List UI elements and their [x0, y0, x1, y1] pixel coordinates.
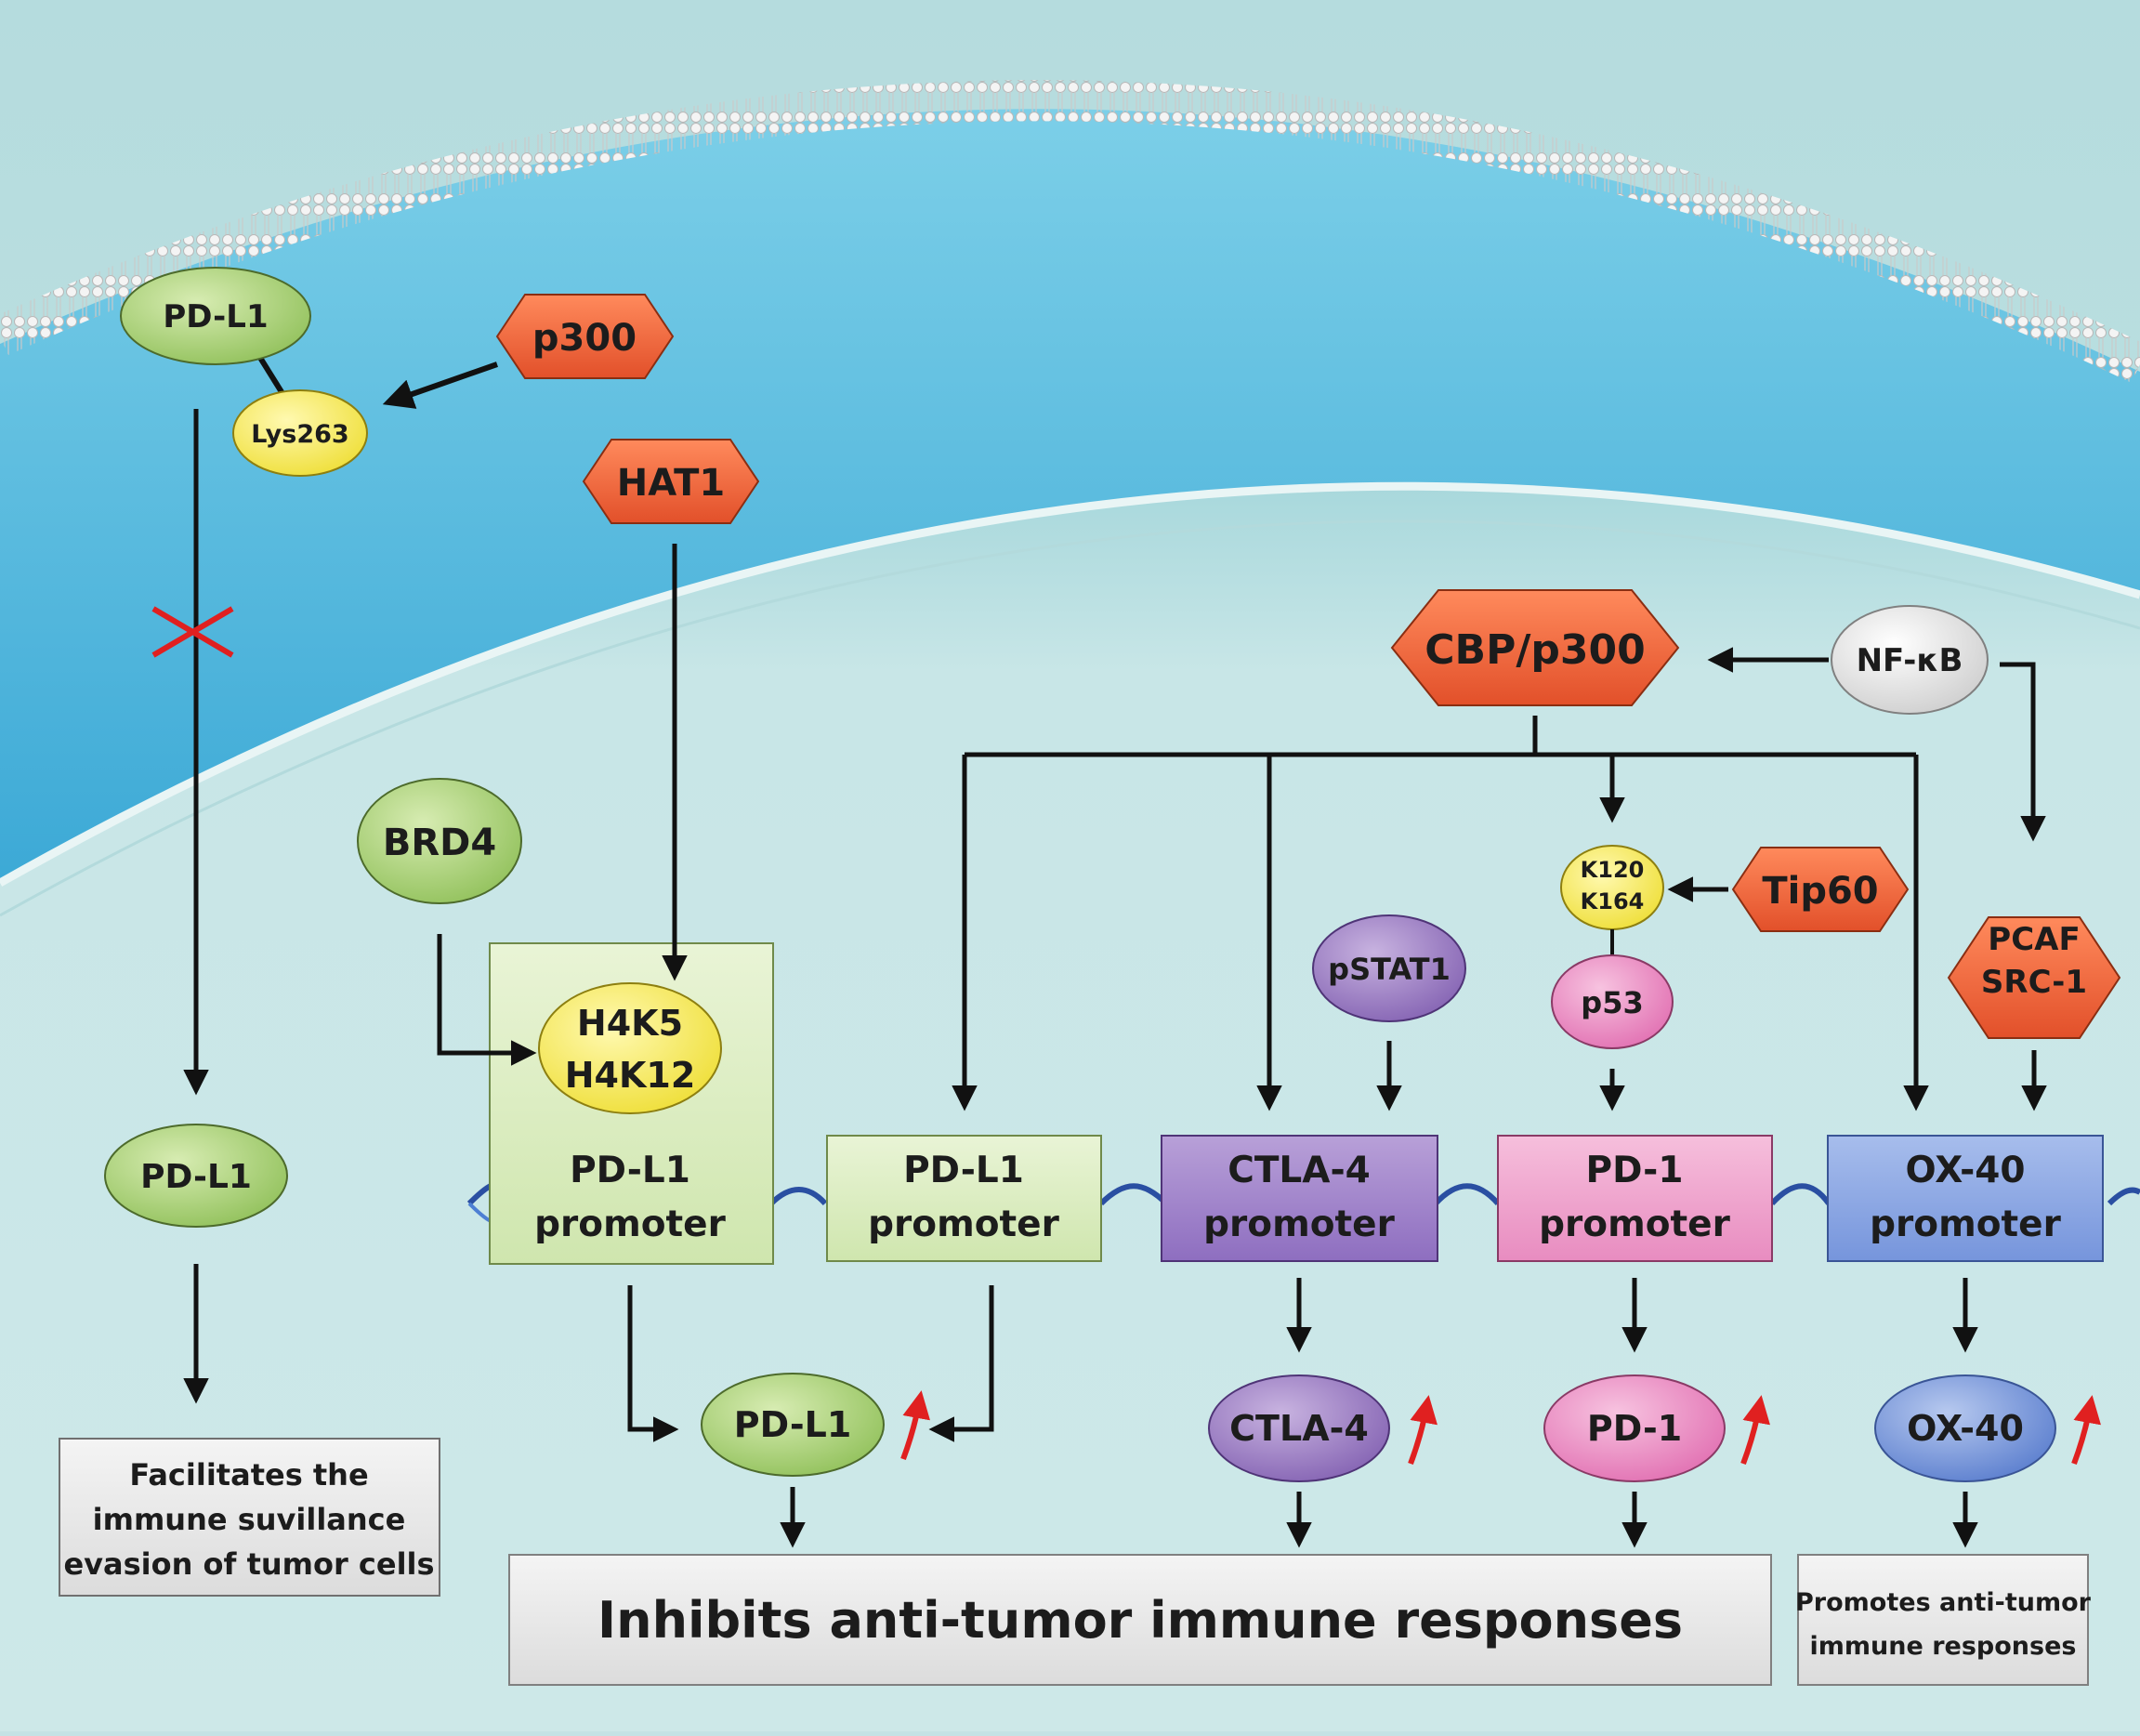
p53-node	[1551, 954, 1674, 1049]
cbp-distribution-lines	[965, 716, 1916, 757]
lys263-node	[232, 389, 368, 477]
p53-label: p53	[1581, 985, 1643, 1020]
nuclear-envelope	[0, 481, 2140, 887]
ctla4-upregulated-arrow	[1408, 1395, 1438, 1466]
left-outcome-line1: Facilitates the	[129, 1457, 368, 1493]
promoter-pdl1-line2: promoter	[868, 1203, 1059, 1245]
p300-label: p300	[532, 317, 637, 360]
product-ox40-node	[1874, 1374, 2056, 1482]
cbp-p300-label: CBP/p300	[1424, 626, 1646, 674]
tip60-label: Tip60	[1762, 870, 1878, 913]
left-pdl1-label: PD-L1	[140, 1158, 252, 1196]
inhibits-outcome-label: Inhibits anti-tumor immune responses	[597, 1591, 1683, 1650]
promoter-pdl1-main-line2: promoter	[534, 1203, 726, 1245]
promoter-pd1-line1: PD-1	[1585, 1150, 1683, 1191]
promoter-ox40-line2: promoter	[1870, 1203, 2061, 1245]
pd1-upregulated-arrow	[1740, 1395, 1770, 1466]
promoter-pdl1-main-line1: PD-L1	[570, 1150, 690, 1191]
pdl1-promoter-to-pdl1-arrow	[928, 1285, 994, 1442]
membrane-pdl1-node	[120, 267, 311, 365]
product-pdl1-node	[701, 1373, 885, 1477]
product-ctla4-label: CTLA-4	[1229, 1408, 1369, 1449]
cbp-p300-node	[1390, 589, 1680, 706]
nfkb-label: NF-κB	[1857, 642, 1963, 679]
product-pd1-label: PD-1	[1587, 1408, 1682, 1449]
left-outcome-line2: immune suvillance	[93, 1502, 406, 1537]
nuclear-envelope-inner	[0, 519, 2140, 917]
pdl1-upregulated-arrow	[900, 1390, 930, 1461]
k-sites-line1: K120	[1581, 857, 1645, 883]
promoter-box-ox40	[1827, 1135, 2104, 1262]
brd4-label: BRD4	[383, 822, 496, 864]
histone-line2: H4K12	[565, 1055, 696, 1096]
p300-to-lys263-arrow	[382, 362, 498, 409]
nfkb-to-pcaf-arrow	[2000, 662, 2046, 842]
hat1-label: HAT1	[617, 462, 725, 505]
p300-node	[495, 294, 675, 379]
left-outcome-line3: evasion of tumor cells	[63, 1546, 434, 1582]
brd4-to-histone-arrow	[437, 934, 537, 1066]
product-pdl1-label: PD-L1	[734, 1404, 852, 1445]
pcaf-label-line2: SRC-1	[1981, 964, 2087, 1001]
cell-membrane-outer	[0, 80, 2140, 383]
pcaf-src1-node	[1947, 916, 2121, 1039]
pstat1-label: pSTAT1	[1328, 952, 1451, 987]
product-ctla4-node	[1208, 1374, 1390, 1482]
blocked-cross-mark	[151, 606, 234, 658]
nfkb-node	[1831, 605, 1989, 715]
lys263-label: Lys263	[251, 420, 348, 449]
membrane-pdl1-label: PD-L1	[163, 298, 268, 335]
pcaf-label-line1: PCAF	[1988, 921, 2080, 958]
ox40-upregulated-arrow	[2071, 1395, 2101, 1466]
main-promoter-to-pdl1-arrow	[627, 1285, 679, 1442]
product-pd1-node	[1543, 1374, 1726, 1482]
histone-node	[538, 982, 722, 1114]
promoter-box-ctla4	[1161, 1135, 1438, 1262]
promoter-box-pd1	[1497, 1135, 1773, 1262]
promotes-outcome-box	[1797, 1554, 2089, 1686]
k-sites-line2: K164	[1581, 888, 1645, 914]
tip60-node	[1731, 847, 1910, 932]
hat1-node	[582, 439, 760, 524]
pstat1-node	[1312, 914, 1466, 1022]
promoter-box-pdl1	[826, 1135, 1102, 1262]
promoter-pdl1-line1: PD-L1	[903, 1150, 1024, 1191]
left-outcome-box	[59, 1438, 440, 1597]
promotes-outcome-line1: Promotes anti-tumor	[1795, 1588, 2092, 1617]
inhibits-outcome-box	[508, 1554, 1772, 1686]
promoter-pd1-line2: promoter	[1539, 1203, 1730, 1245]
product-ox40-label: OX-40	[1907, 1408, 2024, 1449]
promotes-outcome-line2: immune responses	[1810, 1632, 2077, 1661]
left-pdl1-node	[104, 1124, 288, 1228]
promoter-ctla4-line1: CTLA-4	[1228, 1150, 1371, 1191]
brd4-node	[357, 778, 522, 904]
histone-line1: H4K5	[577, 1003, 683, 1044]
promoter-ox40-line1: OX-40	[1905, 1150, 2025, 1191]
promoter-ctla4-line2: promoter	[1203, 1203, 1395, 1245]
